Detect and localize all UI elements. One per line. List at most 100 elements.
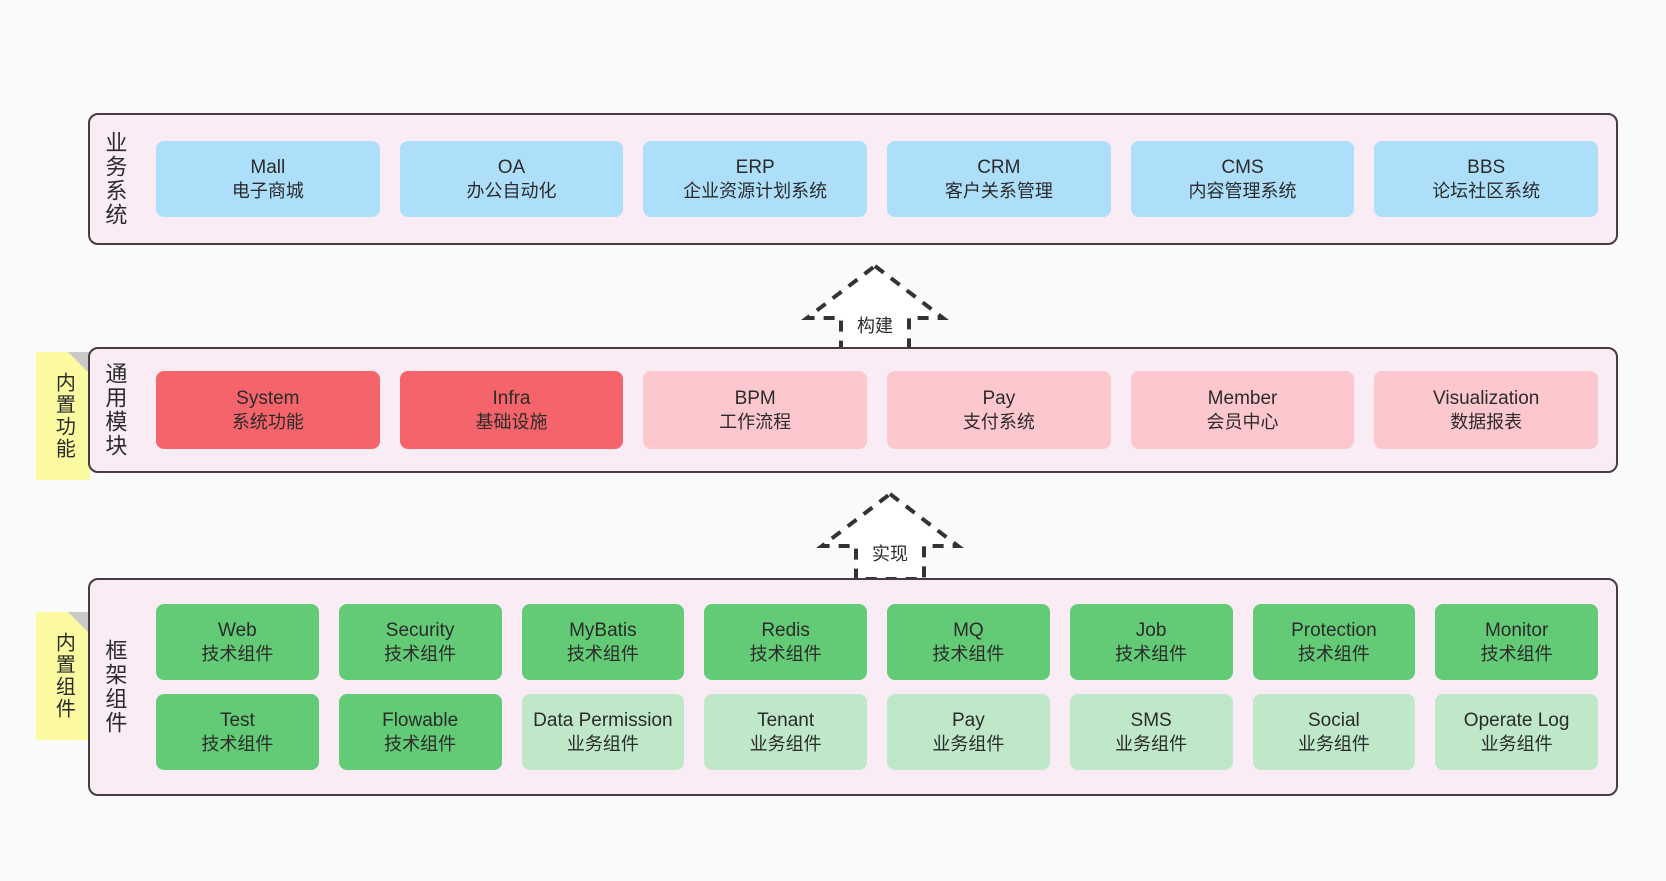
card-web[interactable]: Web 技术组件 xyxy=(156,604,319,680)
card-title-en: Mall xyxy=(250,157,286,179)
card-mybatis[interactable]: MyBatis 技术组件 xyxy=(521,604,685,680)
layer-common-modules: 通用模块 System 系统功能 Infra 基础设施 BPM 工作流程 Pay… xyxy=(88,347,1618,473)
card-title-cn: 技术组件 xyxy=(1297,643,1370,664)
card-title-cn: 技术组件 xyxy=(749,643,822,664)
card-title-en: Test xyxy=(219,710,255,732)
card-title-en: Flowable xyxy=(382,710,459,732)
side-tab-label: 内置功能 xyxy=(52,372,75,460)
card-flowable[interactable]: Flowable 技术组件 xyxy=(338,694,502,770)
side-tab-label: 内置组件 xyxy=(52,632,75,720)
card-test[interactable]: Test 技术组件 xyxy=(156,694,319,770)
card-title-en: Pay xyxy=(952,710,985,732)
card-tenant[interactable]: Tenant 业务组件 xyxy=(704,694,867,770)
side-tab-builtin-components: 内置组件 xyxy=(36,612,90,740)
card-title-en: Monitor xyxy=(1484,620,1549,642)
card-title-cn: 业务组件 xyxy=(1297,733,1370,754)
card-title-cn: 工作流程 xyxy=(719,411,792,432)
card-title-en: Redis xyxy=(761,620,810,642)
card-job[interactable]: Job 技术组件 xyxy=(1069,604,1233,680)
card-title-cn: 内容管理系统 xyxy=(1188,180,1297,201)
card-member[interactable]: Member 会员中心 xyxy=(1130,371,1355,449)
card-title-en: CRM xyxy=(977,157,1021,179)
card-title-cn: 客户关系管理 xyxy=(944,180,1053,201)
card-title-cn: 企业资源计划系统 xyxy=(683,180,828,201)
card-title-cn: 业务组件 xyxy=(566,733,639,754)
connector-build: 构建 xyxy=(800,262,950,355)
card-title-en: Tenant xyxy=(757,710,815,732)
card-title-en: Visualization xyxy=(1433,388,1540,410)
card-title-en: BBS xyxy=(1467,157,1506,179)
card-mq[interactable]: MQ 技术组件 xyxy=(887,604,1050,680)
card-title-en: Infra xyxy=(492,388,531,410)
card-title-en: Pay xyxy=(982,388,1016,410)
card-title-cn: 业务组件 xyxy=(1480,733,1553,754)
card-pay-component[interactable]: Pay 业务组件 xyxy=(887,694,1050,770)
layer-body-common-modules: System 系统功能 Infra 基础设施 BPM 工作流程 Pay 支付系统… xyxy=(138,349,1616,471)
card-title-cn: 技术组件 xyxy=(384,643,457,664)
card-title-cn: 技术组件 xyxy=(201,643,274,664)
card-title-en: System xyxy=(236,388,300,410)
card-title-en: Social xyxy=(1308,710,1360,732)
card-pay[interactable]: Pay 支付系统 xyxy=(887,371,1111,449)
card-title-en: ERP xyxy=(735,157,775,179)
card-protection[interactable]: Protection 技术组件 xyxy=(1252,604,1416,680)
card-monitor[interactable]: Monitor 技术组件 xyxy=(1435,604,1598,680)
layer-body-business-systems: Mall 电子商城 OA 办公自动化 ERP 企业资源计划系统 CRM 客户关系… xyxy=(138,115,1616,243)
layer-body-framework-components: Web 技术组件 Security 技术组件 MyBatis 技术组件 Redi… xyxy=(138,580,1616,794)
note-fold-corner-icon xyxy=(68,612,90,634)
card-social[interactable]: Social 业务组件 xyxy=(1252,694,1416,770)
card-title-cn: 系统功能 xyxy=(231,411,304,432)
connector-implement: 实现 xyxy=(815,490,965,583)
card-title-en: Member xyxy=(1207,388,1278,410)
layer-framework-components: 框架组件 Web 技术组件 Security 技术组件 MyBatis 技术组件… xyxy=(88,578,1618,796)
card-title-cn: 业务组件 xyxy=(932,733,1005,754)
card-infra[interactable]: Infra 基础设施 xyxy=(399,371,624,449)
card-bpm[interactable]: BPM 工作流程 xyxy=(643,371,868,449)
layer-business-systems: 业务系统 Mall 电子商城 OA 办公自动化 ERP 企业资源计划系统 CRM… xyxy=(88,113,1618,245)
card-title-cn: 业务组件 xyxy=(1115,733,1188,754)
card-bbs[interactable]: BBS 论坛社区系统 xyxy=(1374,141,1599,217)
side-tab-builtin-features: 内置功能 xyxy=(36,352,90,480)
framework-row-technical: Web 技术组件 Security 技术组件 MyBatis 技术组件 Redi… xyxy=(146,604,1608,680)
card-title-cn: 电子商城 xyxy=(231,180,304,201)
card-oa[interactable]: OA 办公自动化 xyxy=(399,141,624,217)
card-system[interactable]: System 系统功能 xyxy=(156,371,380,449)
card-title-cn: 技术组件 xyxy=(201,733,274,754)
framework-row-business: Test 技术组件 Flowable 技术组件 Data Permission … xyxy=(146,694,1608,770)
card-title-en: Job xyxy=(1135,620,1167,642)
card-title-cn: 技术组件 xyxy=(1480,643,1553,664)
card-title-cn: 技术组件 xyxy=(1115,643,1188,664)
build-arrow-icon xyxy=(801,263,949,353)
card-cms[interactable]: CMS 内容管理系统 xyxy=(1130,141,1355,217)
card-title-en: BPM xyxy=(734,388,776,410)
card-title-en: Data Permission xyxy=(533,710,673,732)
card-crm[interactable]: CRM 客户关系管理 xyxy=(887,141,1111,217)
card-data-permission[interactable]: Data Permission 业务组件 xyxy=(521,694,685,770)
card-title-en: MQ xyxy=(953,620,984,642)
card-title-cn: 办公自动化 xyxy=(466,180,557,201)
card-erp[interactable]: ERP 企业资源计划系统 xyxy=(643,141,868,217)
card-title-cn: 基础设施 xyxy=(475,411,548,432)
card-title-en: Security xyxy=(385,620,455,642)
card-security[interactable]: Security 技术组件 xyxy=(338,604,502,680)
card-mall[interactable]: Mall 电子商城 xyxy=(156,141,380,217)
card-title-en: OA xyxy=(497,157,526,179)
card-title-cn: 会员中心 xyxy=(1206,411,1279,432)
layer-title-framework-components: 框架组件 xyxy=(102,639,128,735)
card-title-en: SMS xyxy=(1130,710,1172,732)
layer-title-common-modules: 通用模块 xyxy=(102,362,128,458)
card-redis[interactable]: Redis 技术组件 xyxy=(704,604,867,680)
card-title-cn: 技术组件 xyxy=(566,643,639,664)
card-title-en: Protection xyxy=(1291,620,1377,642)
card-title-en: Web xyxy=(218,620,257,642)
card-title-cn: 技术组件 xyxy=(932,643,1005,664)
card-title-cn: 数据报表 xyxy=(1450,411,1523,432)
card-title-en: MyBatis xyxy=(569,620,637,642)
card-title-cn: 支付系统 xyxy=(962,411,1035,432)
card-visualization[interactable]: Visualization 数据报表 xyxy=(1374,371,1599,449)
card-title-en: Operate Log xyxy=(1463,710,1570,732)
card-operate-log[interactable]: Operate Log 业务组件 xyxy=(1435,694,1598,770)
card-sms[interactable]: SMS 业务组件 xyxy=(1069,694,1233,770)
card-title-en: CMS xyxy=(1221,157,1264,179)
